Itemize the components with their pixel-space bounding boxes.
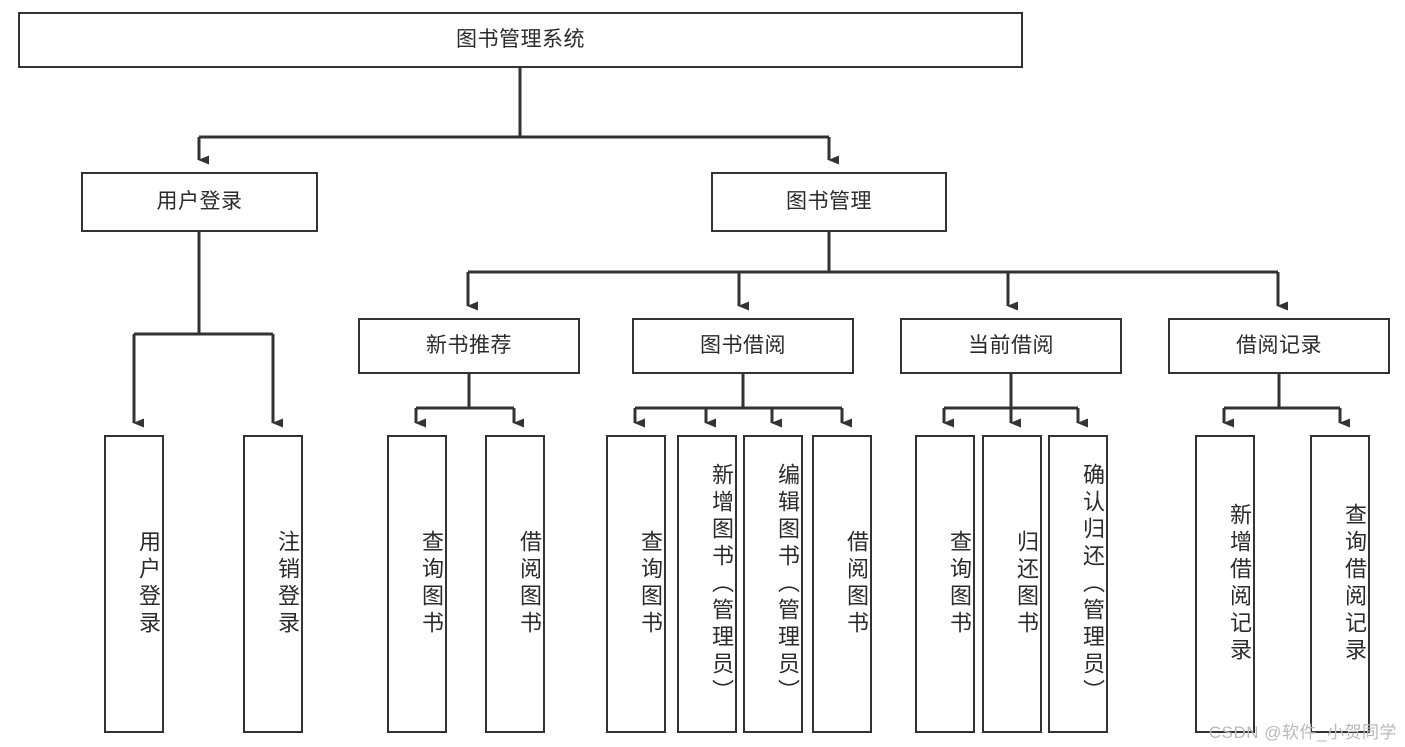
node-label: 确认归还（管理员） <box>1080 462 1105 706</box>
node-label: 图书借阅 <box>700 333 786 357</box>
watermark-text: CSDN @软件_小贺同学 <box>1208 723 1397 742</box>
node-leaf-query-book[interactable]: 查询图书 <box>606 435 666 733</box>
node-label: 借阅图书 <box>517 530 542 638</box>
node-leaf-user-login[interactable]: 用户登录 <box>104 435 164 733</box>
node-label: 图书管理 <box>786 189 872 213</box>
node-label: 查询图书 <box>638 530 663 638</box>
node-label: 当前借阅 <box>968 333 1054 357</box>
node-label: 新书推荐 <box>426 333 512 357</box>
node-leaf-confirm-return[interactable]: 确认归还（管理员） <box>1048 435 1108 733</box>
node-label: 归还图书 <box>1014 530 1039 638</box>
node-leaf-query-book-rec[interactable]: 查询图书 <box>387 435 447 733</box>
node-label: 用户登录 <box>156 189 243 213</box>
node-label: 查询图书 <box>947 530 972 638</box>
node-label: 用户登录 <box>136 530 161 638</box>
node-book-manage[interactable]: 图书管理 <box>711 172 947 232</box>
node-label: 查询图书 <box>419 530 444 638</box>
node-new-book-recommend[interactable]: 新书推荐 <box>358 318 580 374</box>
node-leaf-borrow-book-rec[interactable]: 借阅图书 <box>485 435 545 733</box>
node-borrow-record[interactable]: 借阅记录 <box>1168 318 1390 374</box>
node-leaf-edit-book[interactable]: 编辑图书（管理员） <box>743 435 803 733</box>
node-leaf-query-record[interactable]: 查询借阅记录 <box>1310 435 1370 733</box>
node-label: 新增借阅记录 <box>1227 503 1252 665</box>
node-label: 新增图书（管理员） <box>709 462 734 706</box>
node-label: 编辑图书（管理员） <box>775 462 800 706</box>
node-leaf-query-book-cur[interactable]: 查询图书 <box>915 435 975 733</box>
node-current-borrow[interactable]: 当前借阅 <box>900 318 1122 374</box>
node-label: 注销登录 <box>275 530 300 638</box>
node-leaf-add-book[interactable]: 新增图书（管理员） <box>677 435 737 733</box>
node-leaf-logout[interactable]: 注销登录 <box>243 435 303 733</box>
node-label: 查询借阅记录 <box>1342 503 1367 665</box>
node-user-login[interactable]: 用户登录 <box>81 172 318 232</box>
node-label: 借阅记录 <box>1236 333 1322 357</box>
node-label: 图书管理系统 <box>456 27 585 51</box>
node-book-borrow[interactable]: 图书借阅 <box>632 318 854 374</box>
node-leaf-return-book[interactable]: 归还图书 <box>982 435 1042 733</box>
node-leaf-add-record[interactable]: 新增借阅记录 <box>1195 435 1255 733</box>
node-leaf-borrow-book[interactable]: 借阅图书 <box>812 435 872 733</box>
node-label: 借阅图书 <box>844 530 869 638</box>
node-root[interactable]: 图书管理系统 <box>18 12 1023 68</box>
